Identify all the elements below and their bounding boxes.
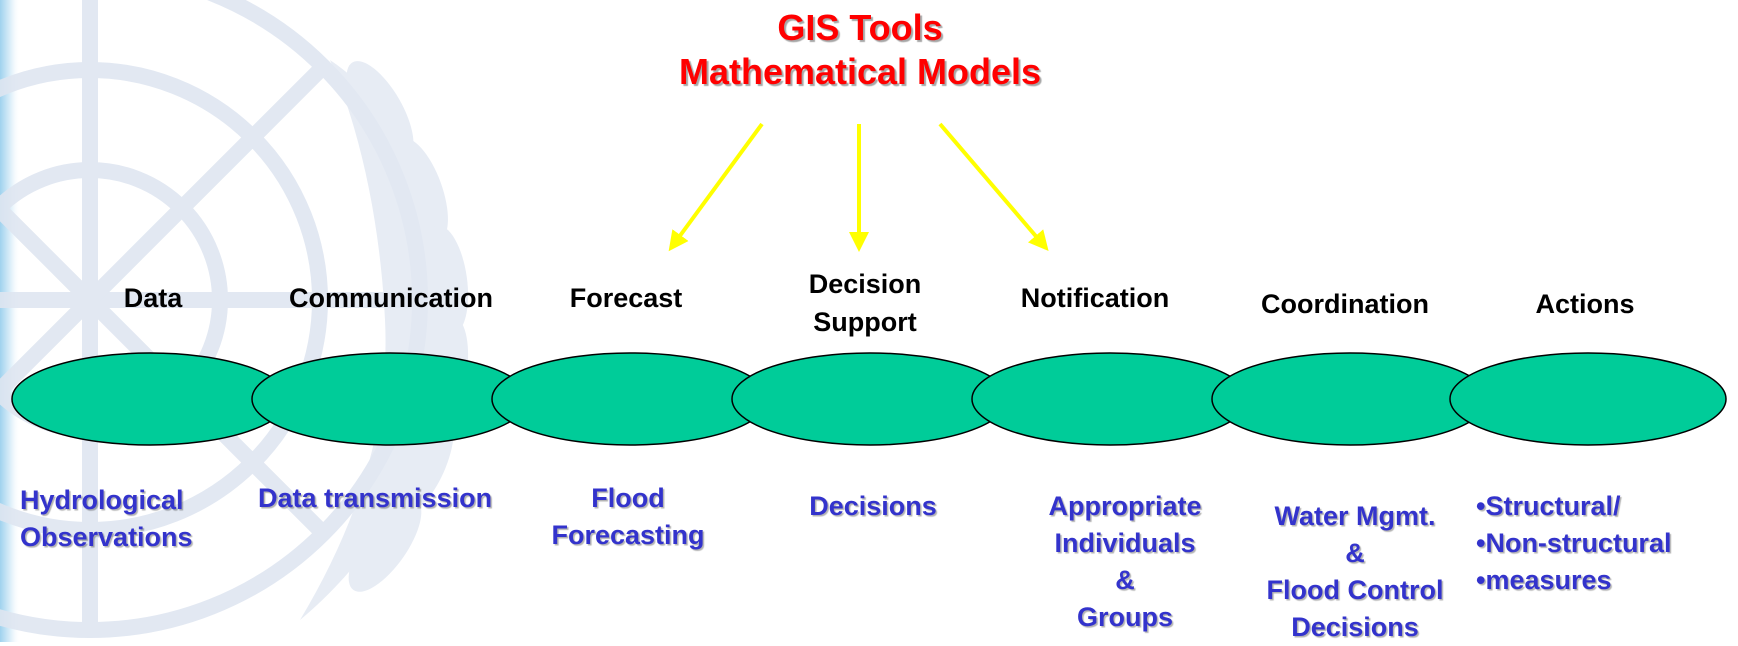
phase-ellipse-communication (251, 352, 529, 446)
phase-ellipse-actions (1449, 352, 1727, 446)
detail-notification-line-1: Appropriate (1048, 491, 1202, 521)
detail-data: Hydrological Observations (20, 482, 193, 556)
phase-ellipse-forecast (491, 352, 769, 446)
detail-forecast-line-2: Forecasting (551, 520, 705, 550)
phase-label-forecast: Forecast (569, 283, 683, 313)
detail-decision-support-line-1: Decisions (809, 491, 937, 521)
arrow-to-forecast (668, 122, 764, 252)
phase-ellipses (11, 352, 1727, 446)
arrow-to-notification (938, 122, 1049, 252)
phase-ellipse-notification (971, 352, 1249, 446)
tools-line-gis: GIS Tools (777, 7, 943, 48)
detail-data-line-2: Observations (20, 522, 193, 552)
phase-ellipse-coordination (1211, 352, 1489, 446)
phase-label-notification: Notification (1020, 283, 1170, 313)
detail-coordination: Water Mgmt. & Flood Control Decisions (1240, 498, 1470, 646)
phase-label-decision-support: Decision Support (745, 265, 985, 341)
detail-coordination-line-2: & (1345, 538, 1365, 568)
phase-label-communication: Communication (288, 283, 493, 313)
tools-title: GIS Tools Mathematical Models (560, 6, 1160, 94)
detail-notification-line-3: & (1115, 565, 1135, 595)
detail-actions: •Structural/ •Non-structural •measures (1476, 488, 1671, 599)
phase-label-coordination: Coordination (1261, 289, 1429, 319)
phase-label-decision-support-text: Decision Support (808, 269, 922, 337)
detail-communication: Data transmission (258, 480, 492, 517)
detail-coordination-line-1: Water Mgmt. (1274, 501, 1436, 531)
detail-coordination-line-3: Flood Control (1266, 575, 1444, 605)
tool-arrows (668, 122, 1049, 252)
tools-line-models: Mathematical Models (678, 51, 1042, 92)
phase-label-actions: Actions (1535, 289, 1635, 319)
phase-ellipse-data (11, 352, 289, 446)
detail-notification-line-2: Individuals (1054, 528, 1196, 558)
detail-notification-line-4: Groups (1076, 602, 1173, 632)
detail-forecast-line-1: Flood (591, 483, 665, 513)
phase-ellipse-decision-support (731, 352, 1009, 446)
detail-data-line-1: Hydrological (20, 485, 184, 515)
detail-notification: Appropriate Individuals & Groups (1015, 488, 1235, 636)
detail-actions-line-1: •Structural/ (1476, 491, 1621, 521)
detail-actions-line-2: •Non-structural (1476, 528, 1672, 558)
detail-forecast: Flood Forecasting (528, 480, 728, 554)
detail-coordination-line-4: Decisions (1291, 612, 1419, 642)
detail-communication-line-1: Data transmission (258, 483, 493, 513)
detail-decision-support: Decisions (778, 488, 968, 525)
detail-actions-line-3: •measures (1476, 565, 1612, 595)
phase-label-data: Data (123, 283, 183, 313)
